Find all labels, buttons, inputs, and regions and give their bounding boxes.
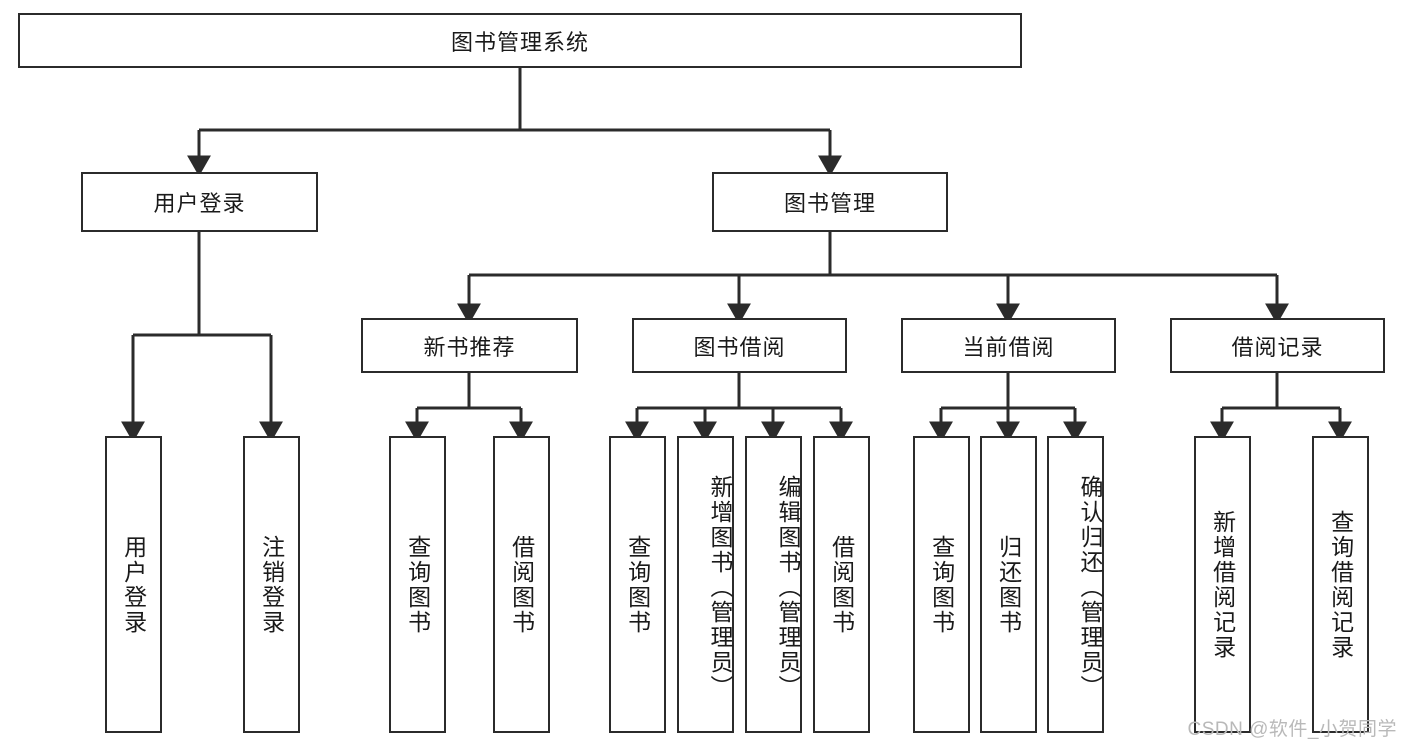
leaf-add-borrow-record[interactable]: 新增借阅记录 — [1194, 436, 1251, 733]
leaf-edit-book[interactable]: 编辑图书（管理员） — [745, 436, 802, 733]
leaf-confirm-return[interactable]: 确认归还（管理员） — [1047, 436, 1104, 733]
leaf-query-book-1[interactable]: 查询图书 — [389, 436, 446, 733]
leaf-logout-login[interactable]: 注销登录 — [243, 436, 300, 733]
node-user-login[interactable]: 用户登录 — [81, 172, 318, 232]
node-current-borrow[interactable]: 当前借阅 — [901, 318, 1116, 373]
leaf-borrow-book-1[interactable]: 借阅图书 — [493, 436, 550, 733]
leaf-add-book[interactable]: 新增图书（管理员） — [677, 436, 734, 733]
leaf-user-login[interactable]: 用户登录 — [105, 436, 162, 733]
watermark-text: CSDN @软件_小贺同学 — [1187, 719, 1397, 740]
node-borrow-record[interactable]: 借阅记录 — [1170, 318, 1385, 373]
leaf-borrow-book-2[interactable]: 借阅图书 — [813, 436, 870, 733]
leaf-query-book-2[interactable]: 查询图书 — [609, 436, 666, 733]
node-book-borrow[interactable]: 图书借阅 — [632, 318, 847, 373]
node-book-management[interactable]: 图书管理 — [712, 172, 948, 232]
node-new-book-recommend[interactable]: 新书推荐 — [361, 318, 578, 373]
leaf-query-borrow-record[interactable]: 查询借阅记录 — [1312, 436, 1369, 733]
leaf-query-book-3[interactable]: 查询图书 — [913, 436, 970, 733]
node-root-book-management-system[interactable]: 图书管理系统 — [18, 13, 1022, 68]
leaf-return-book[interactable]: 归还图书 — [980, 436, 1037, 733]
